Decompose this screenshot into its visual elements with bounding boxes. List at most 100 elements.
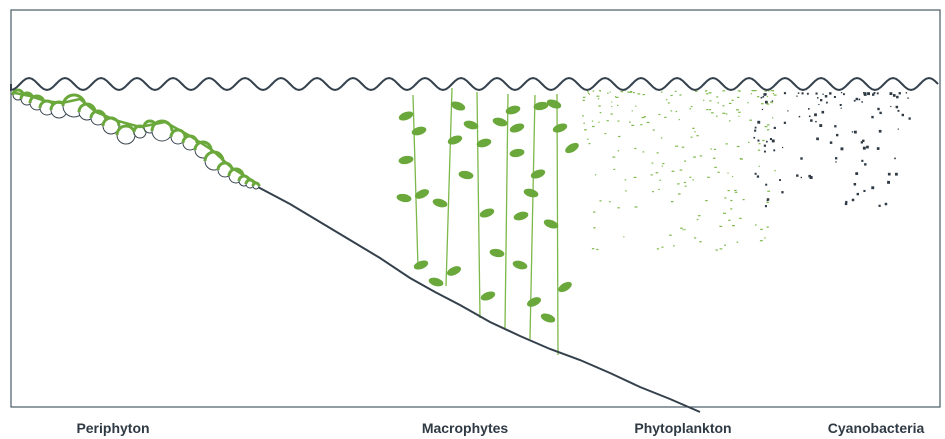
lake-bed-line <box>255 185 701 413</box>
cyanobacteria-dot-icon <box>835 161 837 163</box>
phytoplankton-dot-icon <box>655 172 659 174</box>
phytoplankton-dot-icon <box>716 96 719 98</box>
macrophyte-leaf-icon <box>530 169 546 179</box>
cyanobacteria-dot-icon <box>781 191 784 194</box>
phytoplankton-dot-icon <box>677 183 680 185</box>
cyanobacteria-dot-icon <box>840 92 843 94</box>
cyanobacteria-dot-icon <box>757 139 760 142</box>
phytoplankton-dot-icon <box>662 163 665 165</box>
phytoplankton-dot-icon <box>675 110 678 113</box>
phytoplankton-dot-icon <box>760 228 763 230</box>
phytoplankton-dot-icon <box>764 90 768 92</box>
cyanobacteria-dot-icon <box>851 131 854 133</box>
phytoplankton-dot-icon <box>734 191 738 193</box>
phytoplankton-dot-icon <box>758 165 760 167</box>
phytoplankton-dot-icon <box>732 225 735 227</box>
phytoplankton-dot-icon <box>599 112 602 114</box>
cyanobacteria-cloud <box>753 92 911 208</box>
cyanobacteria-dot-icon <box>796 174 799 177</box>
phytoplankton-dot-icon <box>723 212 726 214</box>
cyanobacteria-dot-icon <box>835 157 838 160</box>
cyanobacteria-dot-icon <box>843 93 845 96</box>
macrophyte-leaf-icon <box>565 142 579 154</box>
phytoplankton-dot-icon <box>757 149 761 151</box>
macrophyte-leaf-icon <box>463 120 479 130</box>
phytoplankton-dot-icon <box>724 244 726 246</box>
phytoplankton-dot-icon <box>738 115 740 117</box>
phytoplankton-dot-icon <box>761 103 764 105</box>
cyanobacteria-dot-icon <box>760 96 763 99</box>
phytoplankton-dot-icon <box>731 99 734 101</box>
phytoplankton-dot-icon <box>665 99 668 101</box>
phytoplankton-dot-icon <box>642 94 645 96</box>
phytoplankton-dot-icon <box>659 179 661 181</box>
phytoplankton-dot-icon <box>650 174 653 176</box>
cyanobacteria-dot-icon <box>754 129 757 132</box>
phytoplankton-dot-icon <box>732 175 734 178</box>
macrophyte-leaf-icon <box>513 211 529 221</box>
phytoplankton-dot-icon <box>747 102 749 104</box>
phytoplankton-dot-icon <box>770 101 773 103</box>
macrophyte-leaf-icon <box>411 126 427 136</box>
cyanobacteria-dot-icon <box>892 94 896 97</box>
cyanobacteria-dot-icon <box>769 138 772 141</box>
macrophyte-leaf-icon <box>543 219 559 229</box>
phytoplankton-dot-icon <box>634 147 637 150</box>
phytoplankton-dot-icon <box>690 136 693 138</box>
cyanobacteria-dot-icon <box>862 139 865 142</box>
cyanobacteria-dot-icon <box>898 92 901 95</box>
phytoplankton-dot-icon <box>597 98 600 100</box>
phytoplankton-dot-icon <box>736 109 739 111</box>
phytoplankton-dot-icon <box>633 176 637 178</box>
phytoplankton-dot-icon <box>631 124 635 126</box>
phytoplankton-cloud <box>582 90 777 251</box>
phytoplankton-dot-icon <box>762 139 765 142</box>
cyanobacteria-dot-icon <box>844 202 848 206</box>
phytoplankton-dot-icon <box>661 165 663 167</box>
macrophyte-leaf-icon <box>526 297 542 307</box>
phytoplankton-dot-icon <box>652 129 655 131</box>
phytoplankton-dot-icon <box>696 218 699 221</box>
cyanobacteria-dot-icon <box>810 119 813 122</box>
cyanobacteria-dot-icon <box>766 198 770 201</box>
phytoplankton-dot-icon <box>705 93 709 95</box>
cyanobacteria-dot-icon <box>765 100 768 104</box>
macrophyte-stem <box>529 94 536 340</box>
phytoplankton-dot-icon <box>675 145 679 147</box>
cyanobacteria-dot-icon <box>764 150 766 153</box>
phytoplankton-dot-icon <box>606 120 609 122</box>
phytoplankton-dot-icon <box>716 115 718 117</box>
cyanobacteria-dot-icon <box>861 101 863 103</box>
phytoplankton-dot-icon <box>727 172 729 174</box>
phytoplankton-dot-icon <box>618 135 621 138</box>
cyanobacteria-dot-icon <box>754 126 757 129</box>
cyanobacteria-dot-icon <box>773 149 776 152</box>
macrophyte-leaf-icon <box>489 248 505 258</box>
cyanobacteria-dot-icon <box>763 144 766 147</box>
phytoplankton-dot-icon <box>751 90 755 92</box>
phytoplankton-dot-icon <box>722 90 726 92</box>
phytoplankton-dot-icon <box>588 92 590 95</box>
cyanobacteria-dot-icon <box>853 99 856 102</box>
phytoplankton-dot-icon <box>766 103 770 105</box>
phytoplankton-dot-icon <box>730 208 733 210</box>
phytoplankton-dot-icon <box>739 90 741 92</box>
phytoplankton-dot-icon <box>689 108 691 110</box>
phytoplankton-dot-icon <box>582 115 584 117</box>
phytoplankton-dot-icon <box>684 228 686 231</box>
phytoplankton-dot-icon <box>633 92 635 94</box>
phytoplankton-dot-icon <box>766 95 769 98</box>
phytoplankton-dot-icon <box>684 185 687 187</box>
cyanobacteria-dot-icon <box>833 96 836 98</box>
phytoplankton-dot-icon <box>719 248 723 250</box>
phytoplankton-dot-icon <box>771 102 773 104</box>
phytoplankton-dot-icon <box>728 219 731 221</box>
phytoplankton-dot-icon <box>764 126 768 128</box>
macrophyte-leaf-icon <box>512 260 528 270</box>
phytoplankton-dot-icon <box>656 152 659 154</box>
cyanobacteria-dot-icon <box>873 92 876 94</box>
phytoplankton-dot-icon <box>714 166 717 168</box>
cyanobacteria-dot-icon <box>840 147 844 151</box>
phytoplankton-dot-icon <box>711 112 714 114</box>
